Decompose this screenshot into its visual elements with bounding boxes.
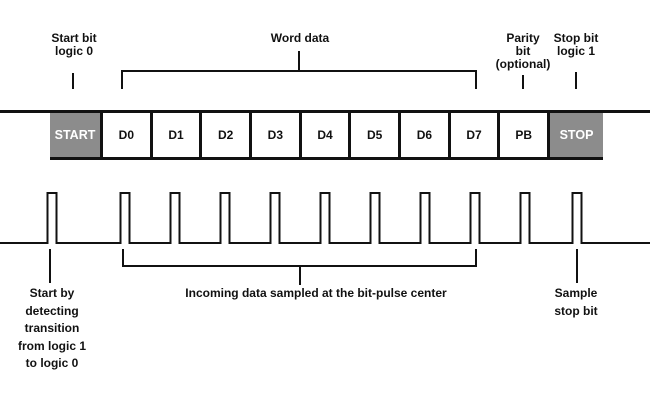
sample-stop-label: Sample stop bit — [554, 286, 598, 318]
bit-cell-d3: D3 — [252, 113, 299, 157]
stop-bit-pointer-line — [575, 72, 577, 89]
bit-cell-d0: D0 — [103, 113, 150, 157]
stop-bit-label: Stop bit logic 1 — [553, 31, 599, 58]
start-bit-pointer-line — [72, 73, 74, 89]
sampling-bracket-right-end — [475, 249, 477, 267]
idle-line-left — [0, 110, 53, 113]
word-data-bracket-stem — [298, 51, 300, 70]
sampling-bracket-stem — [299, 265, 301, 285]
bit-cell-d7: D7 — [450, 113, 498, 157]
stop-bit-box: STOP — [550, 110, 603, 160]
data-bit-cells: D0 D1 D2 D3 D4 D5 D6 D7 PB — [100, 110, 550, 160]
start-bit-label: Start bit logic 0 — [51, 31, 97, 58]
bit-cell-d6: D6 — [401, 113, 448, 157]
start-detect-pointer-line — [49, 249, 51, 283]
word-data-bracket-left-end — [121, 70, 123, 89]
sample-stop-pointer-line — [576, 249, 578, 283]
sampling-bracket-left-end — [122, 249, 124, 267]
start-detect-label: Start by detecting transition from logic… — [17, 286, 86, 370]
bit-cell-d4: D4 — [301, 113, 349, 157]
word-data-label: Word data — [270, 31, 330, 45]
sampling-waveform-path — [0, 192, 650, 244]
parity-bit-label: Parity bit (optional) — [495, 31, 551, 71]
bit-cell-d5: D5 — [351, 113, 399, 157]
bit-cell-d2: D2 — [202, 113, 250, 157]
word-data-bracket-right-end — [475, 70, 477, 89]
word-data-bracket-top — [121, 70, 477, 72]
sampling-label: Incoming data sampled at the bit-pulse c… — [185, 286, 447, 300]
bit-cell-d1: D1 — [152, 113, 200, 157]
bit-cell-parity: PB — [500, 113, 548, 157]
parity-bit-pointer-line — [522, 75, 524, 89]
start-bit-box: START — [50, 110, 100, 160]
idle-line-right — [600, 110, 650, 113]
